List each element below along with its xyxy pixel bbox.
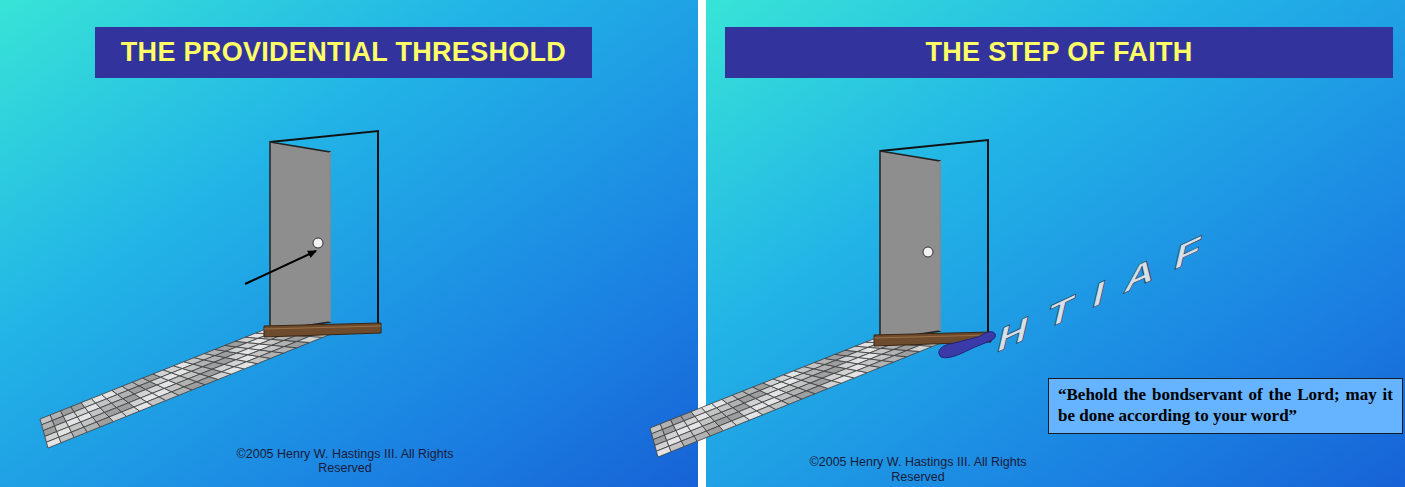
pavement	[40, 329, 336, 448]
door-scene	[40, 131, 381, 448]
title-band: THE PROVIDENTIAL THRESHOLD	[95, 27, 592, 78]
slide-title: THE STEP OF FAITH	[925, 37, 1192, 68]
door-panel	[880, 151, 940, 340]
threshold	[264, 323, 381, 337]
door-edge	[330, 152, 331, 322]
copyright-notice: ©2005 Henry W. Hastings III. All Rights …	[798, 455, 1038, 484]
title-band: THE STEP OF FAITH	[725, 27, 1393, 78]
door-edge	[940, 161, 941, 331]
pavement	[650, 338, 946, 457]
paving-tile	[656, 446, 671, 457]
quote-box: “Behold the bondservant of the Lord; may…	[1048, 378, 1403, 434]
door-knob	[923, 247, 933, 257]
threshold-highlight	[264, 326, 381, 329]
paving-tile	[46, 437, 61, 448]
door-scene	[650, 140, 991, 457]
slide-background	[0, 0, 698, 487]
door-panel	[270, 142, 330, 331]
slide-background	[706, 0, 1405, 487]
copyright-notice: ©2005 Henry W. Hastings III. All Rights …	[225, 447, 465, 476]
scripture-quote: “Behold the bondservant of the Lord; may…	[1058, 385, 1393, 426]
door-knob	[313, 238, 323, 248]
footprint	[939, 332, 996, 358]
threshold-highlight	[874, 335, 991, 338]
pointer-arrow	[245, 251, 316, 284]
slide-title: THE PROVIDENTIAL THRESHOLD	[121, 37, 566, 68]
